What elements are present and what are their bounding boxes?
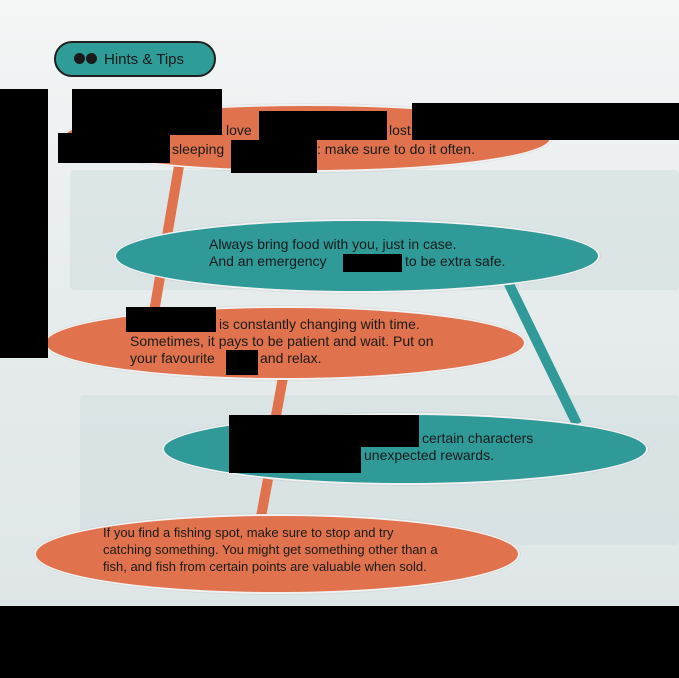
redaction-block [412, 103, 679, 140]
tip-2-tail: to be extra safe. [405, 253, 506, 269]
tip-1-line1-word1: love [226, 122, 252, 138]
redaction-block [226, 350, 258, 375]
tip-3-line2: Sometimes, it pays to be patient and wai… [130, 333, 434, 349]
tip-2-text: Always bring food with you, just in case… [209, 236, 457, 269]
tip-3-line3-end: and relax. [260, 350, 322, 366]
tip-1-line1-word2: lost [389, 122, 411, 138]
tip-1-line2-end: : make sure to do it often. [317, 141, 475, 157]
tip-4-line1: certain characters [422, 430, 534, 446]
badge-label: Hints & Tips [104, 50, 185, 68]
connector-line [270, 371, 289, 422]
tip-1-line2-word1: sleeping [172, 141, 225, 157]
tip-3-line3-start: your favourite [130, 350, 215, 366]
redaction-block [343, 254, 402, 272]
tip-oval-5 [34, 514, 520, 594]
tip-4-line2: unexpected rewards. [364, 447, 494, 463]
redaction-block [229, 415, 419, 447]
tip-3-line1: is constantly changing with time. [219, 316, 420, 332]
redaction-block [58, 133, 170, 163]
hints-tips-badge: Hints & Tips [54, 41, 216, 77]
redaction-block [126, 307, 216, 332]
tip-5-text: If you find a fishing spot, make sure to… [103, 525, 438, 574]
redaction-block [231, 140, 317, 173]
redaction-block [72, 89, 222, 135]
connector-line [503, 279, 582, 427]
redaction-block [259, 111, 387, 140]
redaction-footer [0, 606, 679, 678]
tip-oval-3 [44, 306, 526, 380]
redaction-block [229, 446, 361, 473]
redaction-block [0, 89, 48, 358]
binoculars-icon [74, 52, 98, 66]
